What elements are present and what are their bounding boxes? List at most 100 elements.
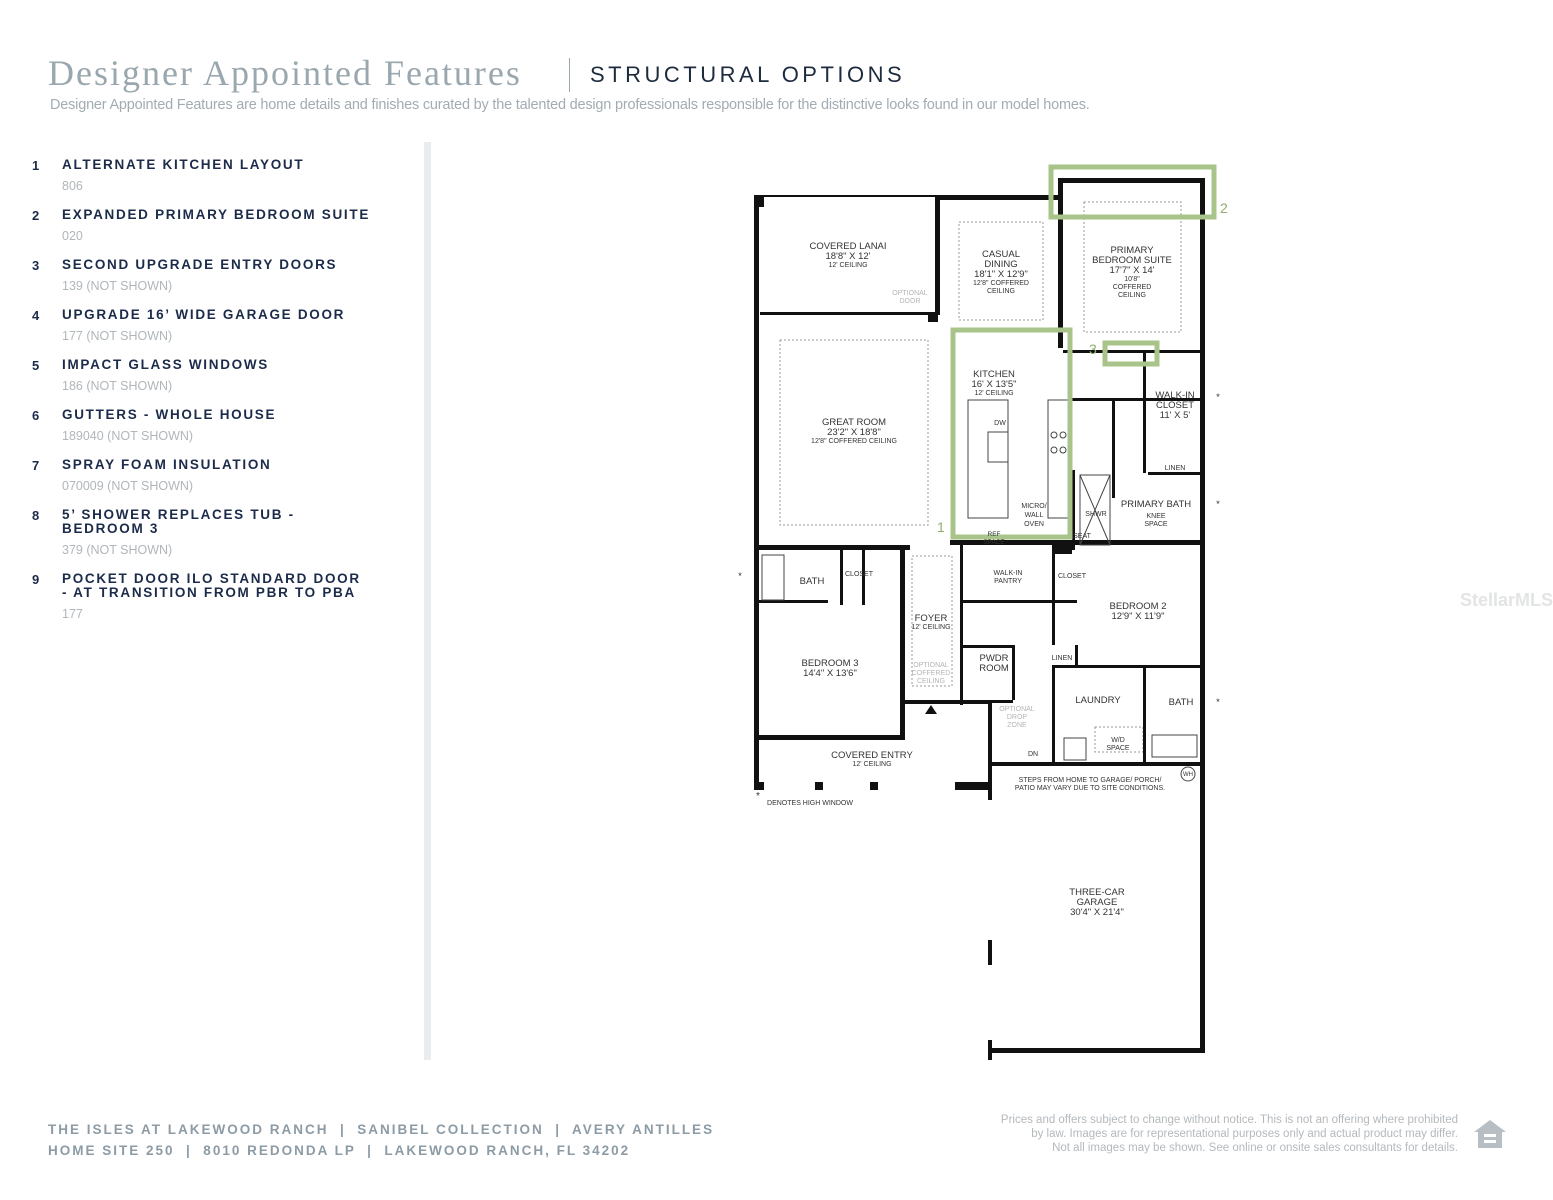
steps-note: STEPS FROM HOME TO GARAGE/ PORCH/ PATIO … (1014, 777, 1166, 792)
room-dim: 23'2" X 18'8" (827, 427, 881, 438)
disclaimer-line: Prices and offers subject to change with… (1000, 1114, 1458, 1126)
community-info: THE ISLES AT LAKEWOOD RANCH | SANIBEL CO… (48, 1119, 714, 1161)
room-dim: 30'4" X 21'4" (1070, 907, 1124, 918)
room-dim: 18'8" X 12' (825, 251, 871, 262)
high-window-asterisk: * (756, 791, 760, 802)
room-dim: 17'7" X 14' (1109, 265, 1155, 276)
down-label: DN (1027, 751, 1039, 758)
option-code: 020 (62, 229, 83, 243)
water-heater-label: WH (1183, 772, 1193, 778)
address-line: HOME SITE 250 | 8010 REDONDA LP | LAKEWO… (48, 1143, 631, 1158)
highlight-primary-option-2 (1048, 164, 1217, 220)
callout-1: 1 (937, 519, 945, 535)
option-number: 3 (32, 258, 40, 273)
room-dim: 18'1" X 12'9" (974, 269, 1028, 280)
room-dim: 14'4" X 13'6" (803, 668, 857, 679)
high-window-note: DENOTES HIGH WINDOW (767, 800, 853, 807)
callout-2: 2 (1220, 200, 1228, 216)
option-name: UPGRADE 16’ WIDE GARAGE DOOR (62, 307, 346, 322)
option-code: 070009 (NOT SHOWN) (62, 479, 194, 493)
room-note: 12' CEILING (974, 390, 1014, 397)
room-note: 10'8" COFFERED CEILING (1112, 276, 1152, 299)
title-divider (569, 58, 570, 92)
optional-coffered-label: OPTIONAL COFFERED CEILING (911, 662, 951, 685)
room-name: PRIMARY BEDROOM SUITE (1092, 245, 1172, 266)
room-dim: 12'9" X 11'9" (1111, 611, 1165, 622)
option-name: IMPACT GLASS WINDOWS (62, 357, 269, 372)
disclaimer-line: by law. Images are for representational … (1031, 1128, 1458, 1140)
callout-3: 3 (1089, 341, 1097, 357)
option-name: SECOND UPGRADE ENTRY DOORS (62, 257, 338, 272)
option-name: GUTTERS - WHOLE HOUSE (62, 407, 277, 422)
room-name: FOYER (914, 613, 948, 624)
ref-space-label: REF SPACE (983, 531, 1005, 546)
room-note: 12'8" COFFERED CEILING (811, 438, 897, 445)
option-code: 189040 (NOT SHOWN) (62, 429, 194, 443)
room-laundry: LAUNDRY (1075, 695, 1121, 706)
option-name: 5’ SHOWER REPLACES TUB - BEDROOM 3 (62, 507, 295, 536)
walls (754, 178, 1205, 1060)
option-number: 6 (32, 408, 40, 423)
micro-oven-label: MICRO/ WALL OVEN (1021, 503, 1047, 528)
room-name: KITCHEN (973, 369, 1015, 380)
option-number: 2 (32, 208, 40, 223)
dishwasher-label: DW (994, 420, 1006, 427)
room-name: COVERED LANAI (809, 241, 887, 252)
option-item: 3 SECOND UPGRADE ENTRY DOORS 139 (NOT SHOW… (32, 258, 412, 294)
disclaimer-line: Not all images may be shown. See online … (1052, 1142, 1458, 1154)
option-number: 1 (32, 158, 40, 173)
room-note: 12' CEILING (828, 262, 868, 269)
room-name: GREAT ROOM (821, 417, 887, 428)
room-name: COVERED ENTRY (831, 750, 913, 761)
room-note: 12' CEILING (852, 761, 892, 768)
option-number: 5 (32, 358, 40, 373)
highlight-door-option-3 (1102, 340, 1160, 367)
high-window-marker: * (1216, 392, 1220, 403)
room-name: WALK-IN CLOSET (1155, 390, 1195, 411)
room-note: 12' CEILING (911, 624, 951, 631)
entry-arrow (925, 705, 937, 714)
coffered-ceilings (779, 201, 1182, 753)
closet-2-label: CLOSET (1057, 573, 1087, 580)
option-number: 4 (32, 308, 40, 323)
option-item: 4 UPGRADE 16’ WIDE GARAGE DOOR 177 (NOT SH… (32, 308, 412, 344)
closet-3-label: CLOSET (844, 571, 874, 578)
intro-text: Designer Appointed Features are home det… (50, 97, 1090, 113)
option-name: EXPANDED PRIMARY BEDROOM SUITE (62, 207, 371, 222)
seat-label: SEAT (1073, 533, 1091, 540)
high-window-marker: * (1216, 697, 1220, 708)
option-code: 806 (62, 179, 83, 193)
option-item: 2 EXPANDED PRIMARY BEDROOM SUITE 020 (32, 208, 412, 244)
community-line: THE ISLES AT LAKEWOOD RANCH | SANIBEL CO… (48, 1122, 715, 1137)
option-number: 9 (32, 572, 40, 587)
room-bath-2: BATH (1168, 697, 1194, 708)
room-dim: 11' X 5' (1159, 410, 1191, 421)
room-note: 12'8" COFFERED CEILING (973, 280, 1029, 295)
room-name: THREE-CAR GARAGE (1069, 887, 1125, 908)
room-name: BEDROOM 2 (1109, 601, 1167, 612)
room-name: PRIMARY BATH (1120, 499, 1192, 510)
option-code: 379 (NOT SHOWN) (62, 543, 173, 557)
room-name: BEDROOM 3 (801, 658, 859, 669)
room-dim: 16' X 13'5" (971, 379, 1017, 390)
option-code: 177 (62, 607, 83, 621)
option-code: 177 (NOT SHOWN) (62, 329, 173, 343)
option-name: SPRAY FOAM INSULATION (62, 457, 272, 472)
option-item: 6 GUTTERS - WHOLE HOUSE 189040 (NOT SHOWN) (32, 408, 412, 444)
option-code: 139 (NOT SHOWN) (62, 279, 173, 293)
